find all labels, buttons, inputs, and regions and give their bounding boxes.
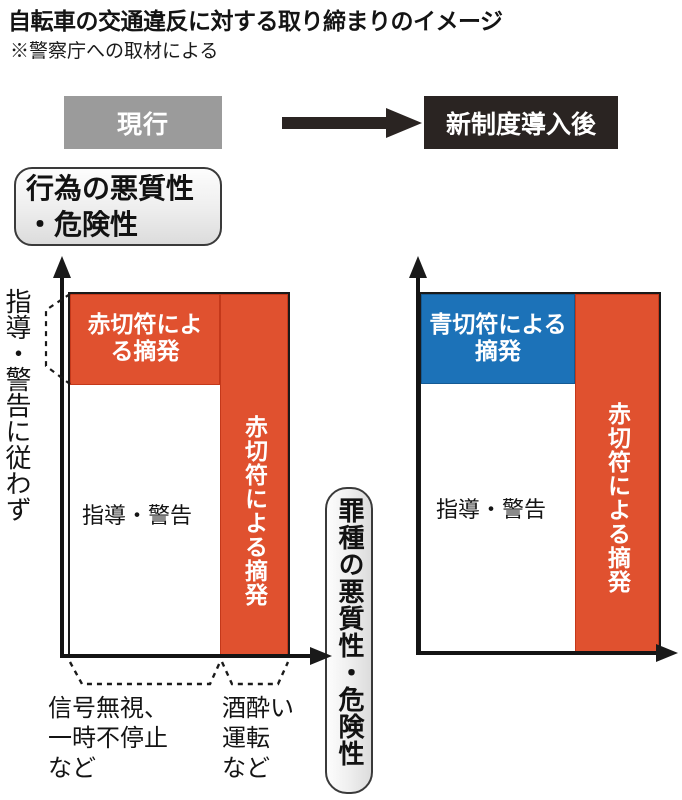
block-label-red-ticket-left-top: 赤切符による摘発 <box>87 311 203 364</box>
chart-panel-new: 青切符による摘発 赤切符による摘発 指導・警告 <box>400 250 682 670</box>
source-note: ※警察庁への取材による <box>10 41 219 62</box>
label-guidance-warning-left: 指導・警告 <box>82 503 193 528</box>
block-label-red-ticket-left-column: 赤切符による摘発 <box>241 415 268 607</box>
bottom-caption-serious-violations: 酒酔い 運転 など <box>222 694 332 784</box>
block-red-ticket-right-column: 赤切符による摘発 <box>575 294 659 655</box>
bottom-caption-minor-line3: など <box>48 756 96 782</box>
block-blue-ticket-right-top: 青切符による摘発 <box>421 294 575 384</box>
bottom-caption-serious-line2: 運転 <box>222 726 270 752</box>
bottom-caption-minor-line2: 一時不停止 <box>48 726 168 752</box>
x-axis-right <box>416 651 662 655</box>
block-red-ticket-left-top: 赤切符による摘発 <box>70 294 220 385</box>
block-label-blue-ticket-right-top: 青切符による摘発 <box>429 311 567 364</box>
chart-panel-current: 赤切符による摘発 赤切符による摘発 指導・警告 <box>0 250 340 670</box>
block-red-ticket-left-column: 赤切符による摘発 <box>220 294 288 658</box>
callout-y-line1: 行為の悪質性 <box>26 174 195 205</box>
callout-y-line2: ・危険性 <box>26 210 139 241</box>
phase-box-new: 新制度導入後 <box>424 96 618 149</box>
phase-box-current: 現行 <box>64 96 222 149</box>
phase-label-new: 新制度導入後 <box>445 110 596 139</box>
y-axis-left <box>60 268 64 658</box>
bottom-caption-serious-line3: など <box>222 756 270 782</box>
callout-x-label: 罪種の悪質性・危険性 <box>335 497 364 767</box>
phase-label-current: 現行 <box>116 110 169 139</box>
page-title: 自転車の交通違反に対する取り締まりのイメージ <box>8 8 503 34</box>
callout-y-axis-meaning: 行為の悪質性 ・危険性 <box>14 167 222 246</box>
x-axis-left <box>60 654 310 658</box>
callout-x-axis-meaning: 罪種の悪質性・危険性 <box>325 487 373 794</box>
right-arrow-icon <box>282 108 422 138</box>
bottom-caption-serious-line1: 酒酔い <box>222 696 294 722</box>
y-axis-right <box>416 268 420 655</box>
bottom-caption-minor-line1: 信号無視、 <box>48 696 168 722</box>
label-guidance-warning-right: 指導・警告 <box>436 497 547 522</box>
bottom-caption-minor-violations: 信号無視、 一時不停止 など <box>48 694 228 784</box>
block-label-red-ticket-right-column: 赤切符による摘発 <box>604 401 631 594</box>
axis-caption-guidance-not-followed: 指導・警告に従わず <box>2 288 31 522</box>
